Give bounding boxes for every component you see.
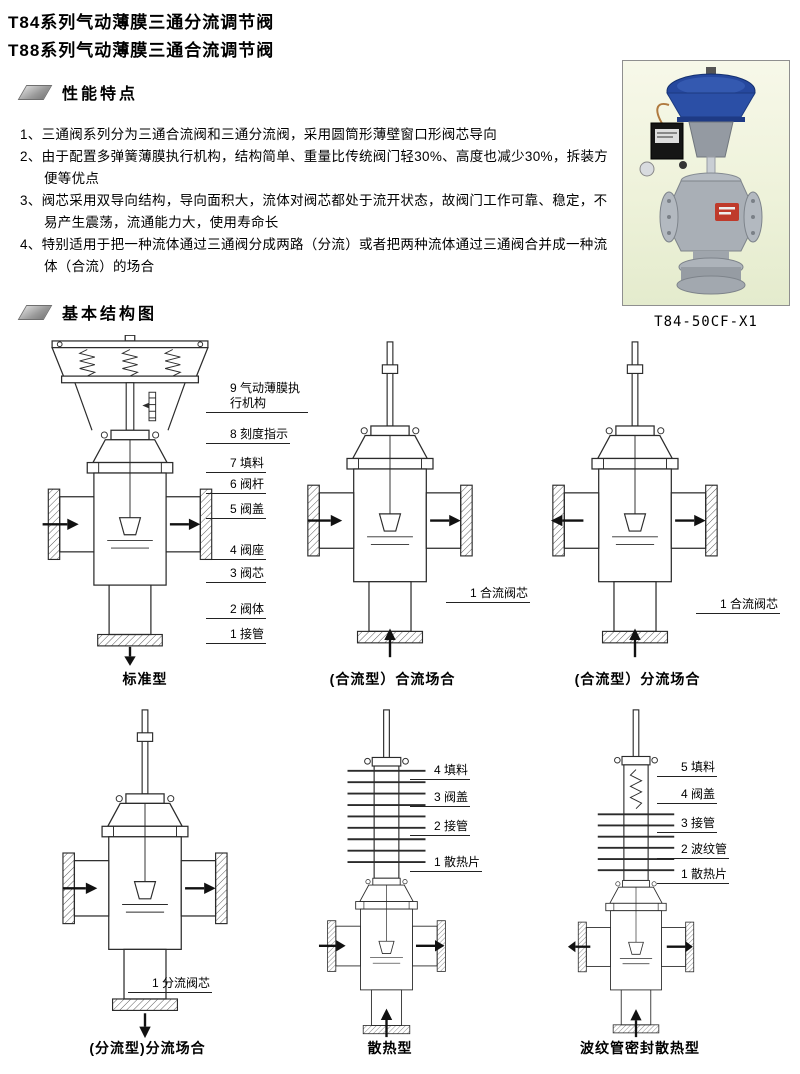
bellows-valve-drawing (567, 709, 695, 1038)
part-label: 3 接管 (656, 816, 718, 833)
yoke (688, 121, 734, 176)
structure-heading: 基本结构图 (62, 306, 158, 323)
feature-item: 4、特别适用于把一种流体通过三通阀分成两路（分流）或者把两种流体通过三通阀合并成… (20, 237, 608, 274)
part-label: 4 阀盖 (656, 787, 718, 804)
travel-scale (142, 391, 157, 422)
flow-arrows (307, 514, 461, 658)
diagram-caption: 标准型 (122, 671, 168, 687)
flow-arrows (550, 514, 706, 658)
diagram-diverting-diverting: 1 分流阀芯 (分流型)分流场合 (45, 708, 250, 1058)
part-label: 3 阀盖 (409, 790, 471, 807)
flow-arrows (567, 941, 693, 1038)
cooling-fins (597, 764, 675, 882)
positioner (639, 103, 687, 177)
diagram-caption: 波纹管密封散热型 (580, 1040, 700, 1056)
page-title-line1: T84系列气动薄膜三通分流调节阀 (8, 13, 275, 32)
feature-item: 3、阀芯采用双导向结构，导向面积大，流体对阀芯都处于流开状态，故阀门工作可靠、稳… (20, 193, 608, 230)
part-label: 1 散热片 (656, 867, 730, 884)
cooling-fins (347, 765, 426, 879)
part-label: 2 接管 (409, 819, 471, 836)
converging-valve-drawing (550, 341, 718, 658)
part-label: 5 阀盖 (205, 502, 267, 519)
part-label: 8 刻度指示 (205, 427, 291, 444)
diagram-bellows-heat: 5 填料 4 阀盖 3 接管 2 波纹管 1 散热片 波纹管密封散热型 (562, 708, 730, 1058)
part-label: 6 阀杆 (205, 477, 267, 494)
part-label: 2 阀体 (205, 602, 267, 619)
diagram-caption: (分流型)分流场合 (89, 1040, 206, 1056)
diagram-converging-diverting: 1 合流阀芯 (合流型）分流场合 (545, 340, 781, 689)
page-title-line2: T88系列气动薄膜三通合流调节阀 (8, 41, 275, 60)
features-section-header: 性能特点 (16, 80, 138, 104)
diagram-caption: (合流型）合流场合 (329, 671, 456, 687)
part-label: 2 波纹管 (656, 842, 730, 859)
diagram-heat-dissipation: 4 填料 3 阀盖 2 接管 1 散热片 散热型 (315, 708, 483, 1058)
part-label: 3 阀芯 (205, 566, 267, 583)
converging-valve-drawing (307, 341, 473, 658)
part-label: 4 阀座 (205, 543, 267, 560)
feature-item: 2、由于配置多弹簧薄膜执行机构，结构简单、重量比传统阀门轻30%、高度也减少30… (20, 149, 609, 186)
diagram-caption: (合流型）分流场合 (574, 671, 701, 687)
diverting-valve-drawing (62, 709, 228, 1039)
part-label: 5 填料 (656, 760, 718, 777)
part-label: 1 散热片 (409, 855, 483, 872)
part-label: 9 气动薄膜执行机构 (206, 381, 308, 413)
features-heading: 性能特点 (62, 86, 139, 103)
flow-arrows (42, 518, 201, 666)
part-label: 7 填料 (205, 456, 267, 473)
bellows (629, 769, 643, 810)
feature-item: 1、三通阀系列分为三通合流阀和三通分流阀，采用圆筒形薄壁窗口形阀芯导向 (20, 127, 498, 142)
product-model-caption: T84-50CF-X1 (654, 314, 758, 330)
section-marker-icon (17, 304, 53, 320)
structure-section-header: 基本结构图 (16, 300, 157, 324)
valve-body-photo (659, 172, 763, 295)
finned-valve-drawing (318, 709, 446, 1038)
flow-arrows (62, 882, 216, 1039)
flow-arrows (318, 940, 445, 1038)
diaphragm-actuator (51, 335, 209, 431)
standard-valve-drawing (42, 335, 213, 666)
actuator-dome (666, 67, 756, 122)
diagram-converging-converging: 1 合流阀芯 (合流型）合流场合 (300, 340, 531, 689)
diagram-standard: 9 气动薄膜执行机构 8 刻度指示 7 填料 6 阀杆 5 阀盖 4 阀座 3 … (35, 335, 308, 689)
part-label: 1 合流阀芯 (445, 586, 531, 603)
part-label: 1 合流阀芯 (695, 597, 781, 614)
section-marker-icon (17, 84, 53, 100)
part-label: 1 接管 (205, 627, 267, 644)
features-list: 1、三通阀系列分为三通合流阀和三通分流阀，采用圆筒形薄壁窗口形阀芯导向 2、由于… (20, 124, 620, 278)
product-photo (622, 60, 790, 306)
part-label: 1 分流阀芯 (127, 976, 213, 993)
part-label: 4 填料 (409, 763, 471, 780)
product-valve-photo (639, 67, 763, 295)
diagram-caption: 散热型 (367, 1040, 413, 1056)
